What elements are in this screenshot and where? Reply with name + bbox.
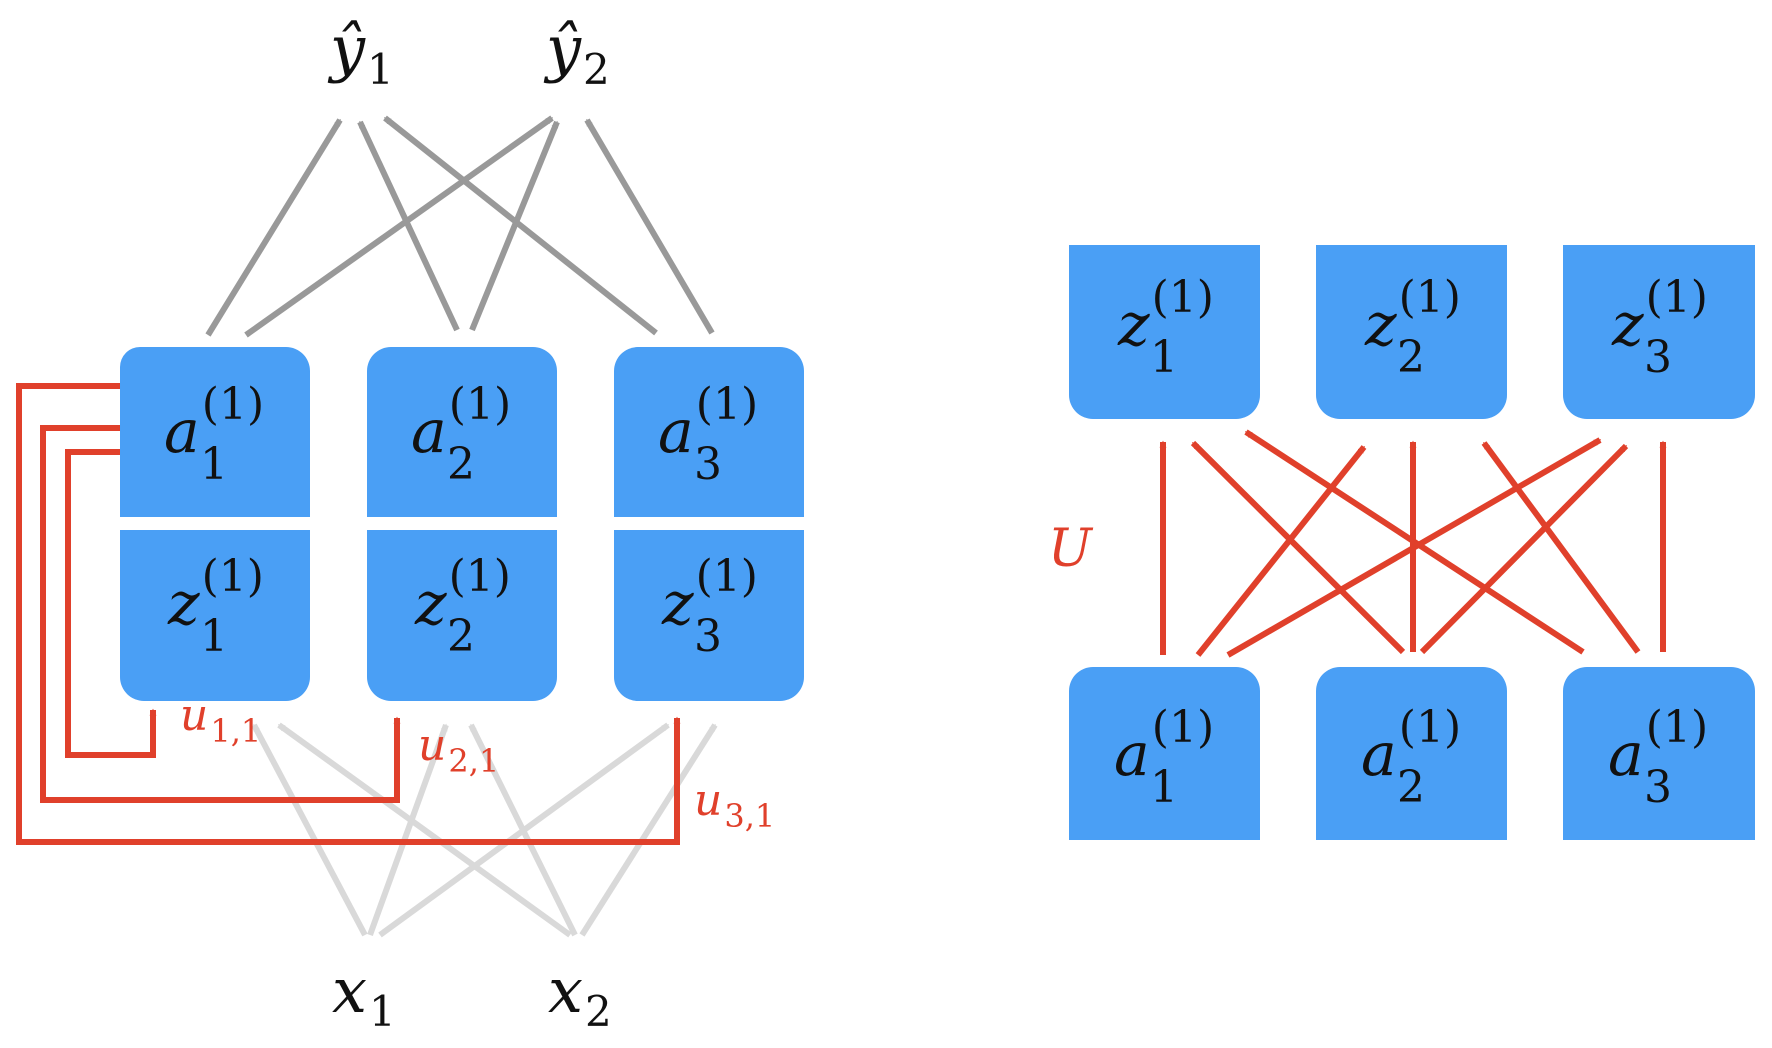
edge-a2-z3 [1419,443,1629,655]
recurrent-edge-u11 [65,449,157,758]
hidden-unit-3 [614,347,804,701]
label-a3: a(1)3 [658,379,758,490]
edge-h3-y2 [584,118,715,335]
node-z1 [1069,245,1260,419]
edge-h1-y2 [244,115,554,338]
output-label-y2: ŷ2 [543,12,610,94]
edge-h1-y1 [205,118,343,337]
node-a3 [1563,667,1755,840]
label-z3: z(1)3 [661,551,758,662]
weight-label-u31: u3,1 [694,775,775,835]
weight-label-u11: u1,1 [180,690,261,750]
node-a1 [1069,667,1260,840]
edge-h2-y1 [357,120,460,332]
hidden-unit-1-bottom [120,530,310,701]
recurrent-edge-u21 [40,425,401,803]
node-a1-label: a(1)1 [1114,702,1214,813]
hidden-unit-1 [120,347,310,701]
label-a1: a(1)1 [164,379,264,490]
hidden-unit-1-top [120,347,310,517]
label-z2: z(1)2 [414,551,511,662]
edge-x2-h3 [579,723,718,937]
matrix-label-u: U [1048,519,1094,579]
hidden-unit-3-bottom [614,530,804,701]
node-z3 [1563,245,1755,419]
edge-a3-z1 [1244,429,1585,655]
node-a3-label: a(1)3 [1608,702,1708,813]
right-diagram: z(1)1 z(1)2 z(1)3 a(1)1 a(1)2 a(1)3 U [1048,245,1755,840]
node-a2 [1316,667,1507,840]
output-label-y1: ŷ1 [327,12,394,94]
input-edges [251,722,718,938]
edge-a3-z2 [1481,441,1641,654]
recurrent-edge-u31 [16,383,681,845]
hidden-unit-2-bottom [367,530,557,701]
node-z2 [1316,245,1507,419]
label-z1: z(1)1 [167,551,264,662]
edge-a2-z1 [1190,440,1406,655]
edge-x1-h1 [251,723,368,937]
edge-x2-h1 [277,722,572,938]
hidden-unit-2 [367,347,557,701]
edge-x1-h2 [367,723,449,937]
input-label-x2: x2 [548,954,612,1036]
edge-h3-y1 [383,115,658,336]
node-z1-label: z(1)1 [1117,272,1214,383]
edge-a1-z2 [1195,445,1367,657]
edge-x2-h2 [468,723,578,937]
hidden-unit-3-top [614,347,804,517]
input-label-x1: x1 [332,954,396,1036]
weight-label-u21: u2,1 [418,720,499,780]
edge-h2-y2 [469,120,560,332]
label-a2: a(1)2 [411,379,511,490]
node-z2-label: z(1)2 [1364,272,1461,383]
node-z3-label: z(1)3 [1611,272,1708,383]
output-edges [205,115,715,338]
matrix-edges [1159,429,1667,658]
left-diagram: a(1)1 z(1)1 a(1)2 z(1)2 a(1)3 z(1)3 ŷ1 ŷ… [16,12,804,1036]
hidden-unit-2-top [367,347,557,517]
recurrent-edges [16,383,681,845]
node-a2-label: a(1)2 [1361,702,1461,813]
